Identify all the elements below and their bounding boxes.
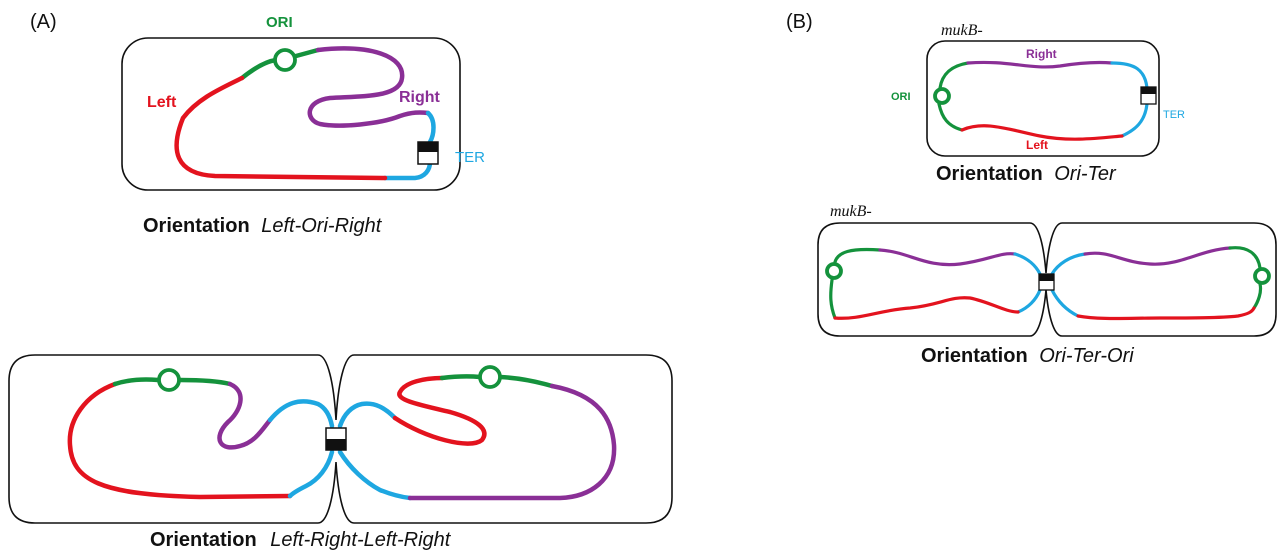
ter-site-icon — [417, 141, 439, 165]
panel-a-dividing-cell: Orientation Left-Right-Left-Right — [8, 354, 673, 551]
left-label: Left — [147, 94, 177, 111]
caption-bold: Orientation — [143, 215, 250, 237]
dna-right-segment — [307, 46, 431, 128]
ter-label: TER — [455, 149, 485, 166]
dna-right-segment — [1083, 246, 1232, 266]
ori-label: ORI — [891, 91, 911, 103]
right-label: Right — [1026, 47, 1057, 61]
caption: Orientation Left-Ori-Right — [143, 215, 383, 237]
panel-a-single-cell: ORI Left Right TER Orientation Left-Ori-… — [121, 14, 485, 237]
dna-ori-segment — [829, 247, 882, 320]
cell-outline — [8, 354, 673, 524]
panel-a-label: (A) — [30, 11, 57, 33]
dna-left-segment — [392, 375, 487, 446]
dna-ter-segment — [1050, 252, 1087, 318]
caption: Orientation Left-Right-Left-Right — [150, 529, 452, 551]
dna-ori-segment — [439, 374, 555, 389]
ter-label: TER — [1163, 109, 1185, 121]
dna-ori-segment — [1228, 246, 1263, 310]
cell-outline — [926, 40, 1160, 157]
dna-right-segment — [878, 248, 1017, 267]
dna-ter-segment — [1013, 252, 1042, 314]
panel-b-label: (B) — [786, 11, 813, 33]
ori-site-icon — [933, 87, 951, 105]
caption: Orientation Ori-Ter-Ori — [921, 345, 1134, 367]
ori-site-icon — [478, 365, 502, 389]
ter-site-icon — [1140, 86, 1157, 105]
dna-ter-segment — [267, 399, 335, 499]
dna-left-segment — [1076, 306, 1256, 321]
ter-site-icon — [1038, 273, 1055, 291]
ori-site-icon — [1253, 267, 1271, 285]
caption-italic: Left-Right-Left-Right — [270, 529, 452, 551]
cell-outline — [817, 222, 1277, 337]
ori-site-icon — [273, 48, 297, 72]
dna-right-segment — [407, 383, 617, 501]
dna-left-segment — [960, 124, 1124, 141]
strain-label: mukB- — [830, 203, 872, 220]
ori-label: ORI — [266, 14, 293, 31]
ori-site-icon — [157, 368, 181, 392]
right-label: Right — [399, 89, 441, 106]
caption-italic: Left-Ori-Right — [261, 215, 382, 237]
left-label: Left — [1026, 138, 1048, 152]
ori-site-icon — [825, 262, 843, 280]
dna-ori-segment — [937, 61, 970, 132]
dna-ter-segment — [1110, 61, 1149, 138]
dna-ter-segment — [337, 401, 413, 501]
cell-outline — [121, 37, 461, 191]
strain-label: mukB- — [941, 22, 983, 39]
caption-bold: Orientation — [921, 345, 1028, 367]
dna-left-segment — [833, 296, 1020, 320]
dna-right-segment — [217, 381, 273, 450]
dna-left-segment — [67, 381, 293, 500]
caption: Orientation Ori-Ter — [936, 163, 1117, 185]
caption-bold: Orientation — [150, 529, 257, 551]
dna-right-segment — [966, 60, 1114, 69]
caption-italic: Ori-Ter — [1054, 163, 1117, 185]
caption-italic: Ori-Ter-Ori — [1039, 345, 1134, 367]
caption-bold: Orientation — [936, 163, 1043, 185]
panel-b-single-cell: mukB- ORI Right Left TER Orientation Ori… — [891, 22, 1185, 185]
dna-left-segment — [174, 75, 388, 181]
panel-b-dividing-cell: mukB- Orientation Ori-Ter-Ori — [817, 203, 1277, 367]
ter-site-icon — [325, 427, 347, 451]
dna-ori-segment — [112, 377, 233, 387]
